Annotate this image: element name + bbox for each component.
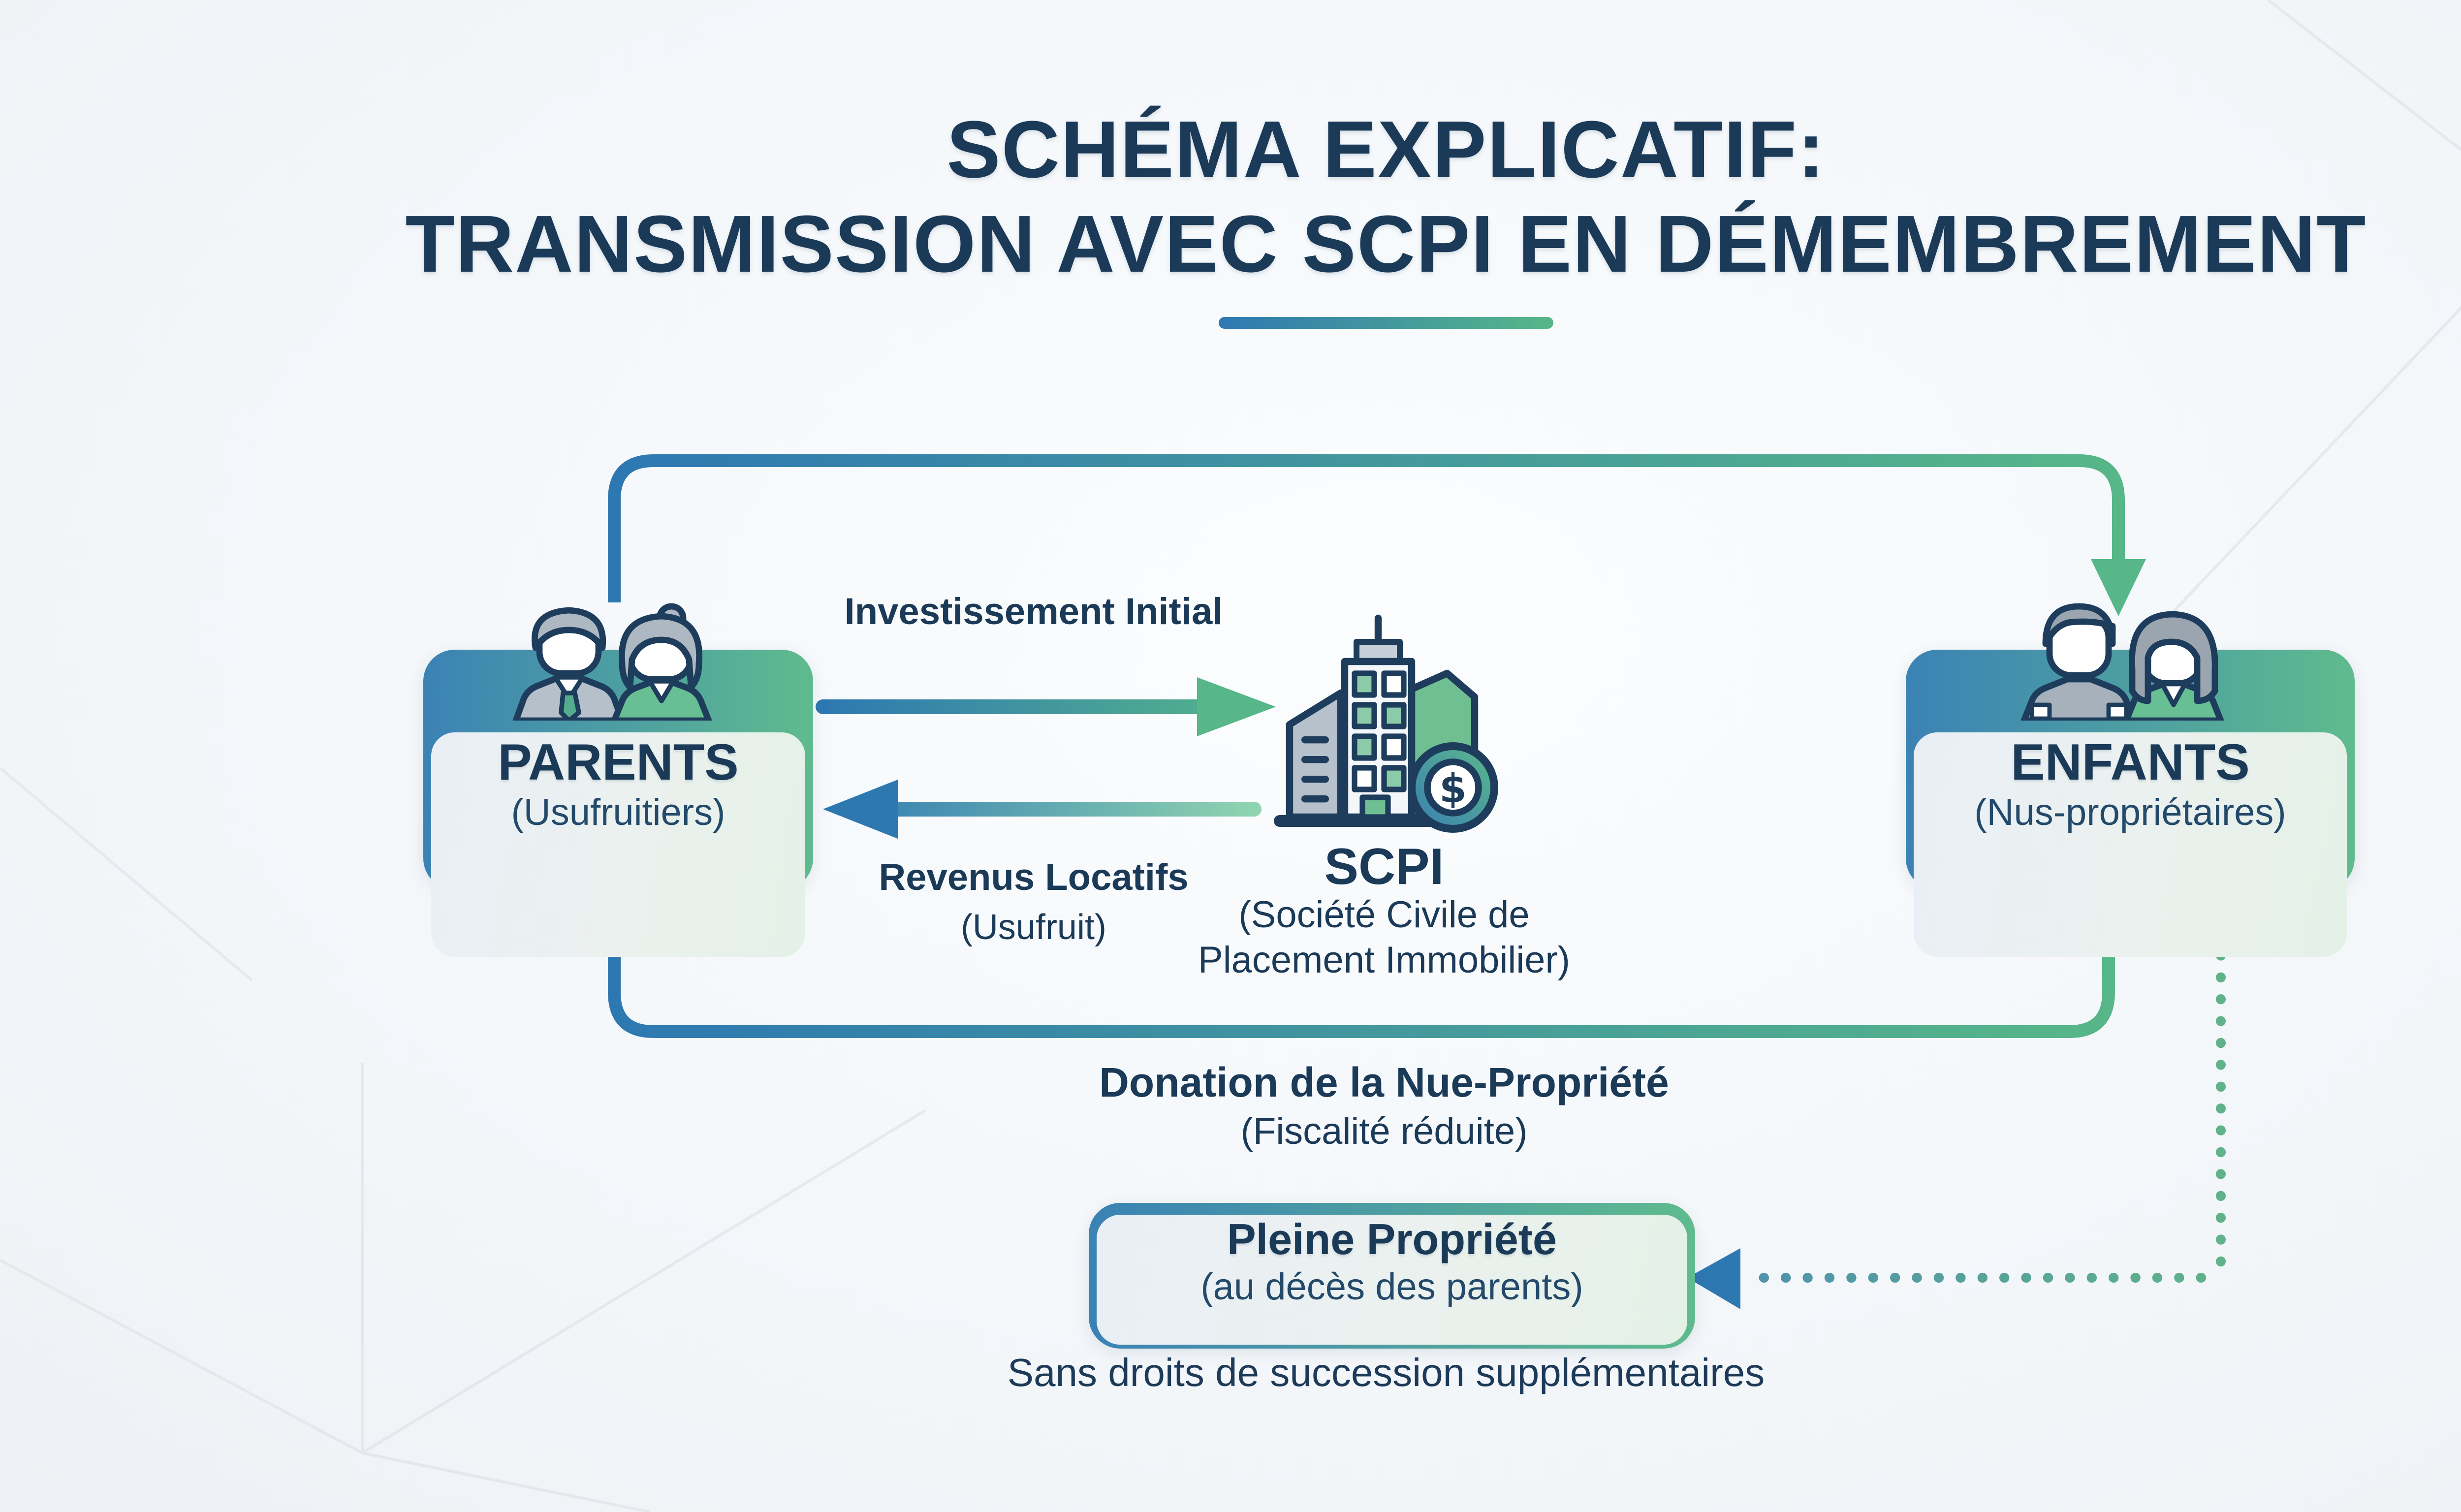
enfants-title: ENFANTS: [2011, 732, 2250, 791]
usufruct-loop-arrowhead-down-icon: [2091, 559, 2146, 616]
page-title-line1: SCHÉMA EXPLICATIF:: [947, 104, 1826, 195]
page-title-line2: TRANSMISSION AVEC SCPI EN DÉMEMBREMENT: [405, 199, 2367, 289]
enfants-node-inner: ENFANTS (Nus-propriétaires): [1914, 732, 2347, 957]
donation-label-block: Donation de la Nue-Propriété (Fiscalité …: [892, 1059, 1876, 1158]
building-door: [1359, 794, 1391, 820]
title-underline-accent: [1219, 317, 1553, 329]
donation-label: Donation de la Nue-Propriété: [1099, 1061, 1669, 1106]
enfants-node-box: ENFANTS (Nus-propriétaires): [1906, 650, 2355, 957]
rental-arrowhead-left-icon: [823, 780, 898, 839]
father-figure: [512, 607, 626, 721]
investment-label: Investissement Initial: [844, 593, 1223, 634]
pleine-propriete-node-box: Pleine Propriété (au décès des parents): [1089, 1203, 1695, 1349]
parents-subtitle: (Usufruitiers): [511, 793, 726, 835]
inheritance-arrowhead-left-icon: [1687, 1248, 1740, 1309]
scpi-subtitle-line1: (Société Civile de: [1238, 896, 1530, 937]
scpi-subtitle-line2: Placement Immobilier): [1198, 941, 1570, 982]
footnote-text: Sans droits de succession supplémentaire…: [1007, 1353, 1765, 1396]
rental-sublabel: (Usufruit): [960, 908, 1106, 947]
parents-node-inner: PARENTS (Usufruitiers): [431, 732, 805, 957]
young-couple-icon: [2020, 603, 2224, 721]
deco-line: [0, 766, 253, 982]
usufruct-loop-path: [608, 454, 2125, 602]
building-left-wing: [1286, 689, 1345, 821]
deco-line: [361, 1109, 926, 1454]
scpi-label-block: SCPI (Société Civile de Placement Immobi…: [1089, 837, 1679, 984]
building-windows: [1352, 670, 1407, 792]
rental-label-block: Revenus Locatifs (Usufruit): [837, 856, 1230, 951]
building-with-dollar-coin-icon: $: [1274, 614, 1498, 833]
page-title: SCHÉMA EXPLICATIF: TRANSMISSION AVEC SCP…: [0, 102, 2461, 291]
enfants-subtitle: (Nus-propriétaires): [1974, 793, 2286, 835]
daughter-figure: [2123, 611, 2224, 721]
parents-title: PARENTS: [498, 732, 739, 791]
mother-figure: [611, 603, 712, 721]
son-figure: [2020, 603, 2138, 721]
donation-loop-path: [608, 878, 2115, 1038]
building-tower: [1341, 614, 1416, 821]
parents-node-box: PARENTS (Usufruitiers): [423, 650, 813, 957]
pleine-propriete-inner: Pleine Propriété (au décès des parents): [1097, 1215, 1687, 1345]
investment-arrowhead-right-icon: [1197, 677, 1276, 736]
dollar-coin-icon: $: [1408, 742, 1498, 833]
svg-text:$: $: [1439, 766, 1467, 812]
deco-line: [2121, 306, 2461, 667]
donation-sublabel: (Fiscalité réduite): [1240, 1112, 1528, 1154]
rental-label: Revenus Locatifs: [879, 858, 1189, 900]
elderly-couple-icon: [512, 603, 712, 721]
deco-line: [2267, 0, 2461, 152]
scpi-title: SCPI: [1324, 837, 1444, 896]
pleine-propriete-subtitle: (au décès des parents): [1200, 1268, 1583, 1309]
pleine-propriete-title: Pleine Propriété: [1227, 1215, 1557, 1264]
